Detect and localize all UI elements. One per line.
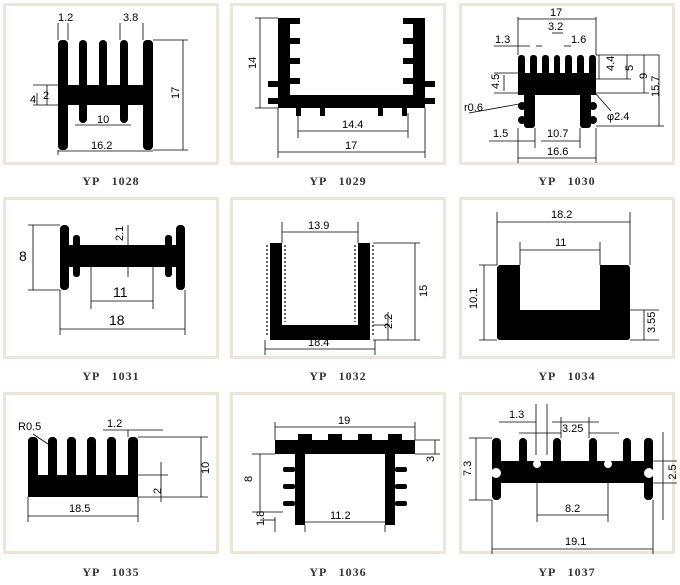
heatsink-profile-1034: 18.2 11 10.1 3.55 [468, 209, 659, 341]
dim-label: 3.2 [548, 21, 563, 33]
profile-drawing-1032: 13.9 15 2.2 18.4 [230, 197, 446, 359]
dim-label: 9 [638, 73, 650, 79]
dim-label: 8.2 [565, 503, 580, 515]
model-label: YP 1032 [309, 369, 367, 383]
profile-drawing-1031: 8 2.1 11 18 [3, 197, 219, 359]
profile-drawing-1030: 17 3.2 1.3 1.6 4.4 5 9 15.7 4.5 r0.6 φ2.… [459, 3, 675, 165]
heatsink-profile-1031: 8 2.1 11 18 [19, 224, 196, 335]
dim-label: 17 [170, 87, 182, 99]
model-label: YP 1034 [538, 369, 596, 383]
profile-drawing-1034: 18.2 11 10.1 3.55 [459, 197, 675, 359]
dim-label: 1.2 [58, 12, 73, 24]
model-label: YP 1029 [309, 174, 367, 188]
dim-label: 3 [425, 456, 437, 462]
dim-label: 1.8 [255, 511, 267, 526]
dim-label: 2 [152, 488, 164, 494]
dim-label: 10.7 [547, 128, 568, 140]
dim-label: 18.4 [308, 337, 329, 349]
dim-label: 18.2 [551, 209, 572, 221]
dim-label: R0.5 [18, 421, 41, 433]
dim-label: 17 [550, 7, 562, 19]
heatsink-profile-1035: R0.5 1.2 10 2 18.5 [18, 418, 212, 522]
dim-label: 19 [338, 415, 350, 427]
dim-label: 2 [43, 90, 49, 102]
dim-label: 2.1 [114, 226, 126, 241]
model-label: YP 1035 [82, 565, 140, 579]
dim-label: 8 [19, 248, 27, 264]
dim-label: 1.3 [509, 409, 524, 421]
model-label: YP 1037 [538, 565, 596, 579]
heatsink-profile-1030: 17 3.2 1.3 1.6 4.4 5 9 15.7 4.5 r0.6 φ2.… [464, 7, 664, 163]
dim-label: 18.5 [69, 503, 90, 515]
dim-label: 18 [109, 312, 125, 328]
dim-label: 7.3 [462, 461, 474, 476]
dim-label: 1.5 [493, 128, 508, 140]
dim-label: 11 [555, 237, 566, 249]
heatsink-profile-1029: 14 14.4 17 [247, 17, 435, 158]
dim-label: 2.5 [667, 464, 679, 479]
dim-label: 1.6 [571, 34, 586, 46]
dim-label: r0.6 [464, 102, 483, 114]
heatsink-profile-1032: 13.9 15 2.2 18.4 [264, 220, 430, 355]
dim-label: 16.2 [91, 140, 112, 152]
profile-drawing-1037: 1.3 3.25 7.3 2.5 8.2 19.1 [459, 392, 679, 554]
dim-label: 4.5 [490, 74, 502, 89]
heatsink-profile-1036: 19 8 3 1.8 11.2 [243, 415, 440, 532]
model-label: YP 1028 [82, 174, 140, 188]
dim-label: 10 [97, 114, 109, 126]
dim-label: 14 [247, 57, 259, 69]
heatsink-profile-1037: 1.3 3.25 7.3 2.5 8.2 19.1 [462, 404, 679, 554]
dim-label: 11.2 [330, 510, 351, 522]
dim-label: 14.4 [342, 119, 363, 131]
dim-label: 13.9 [308, 220, 329, 232]
dim-label: 11 [113, 284, 128, 300]
model-label: YP 1030 [538, 174, 596, 188]
dim-label: 3.8 [123, 12, 138, 24]
profile-drawing-1036: 19 8 3 1.8 11.2 [230, 392, 446, 554]
dim-label: 5 [624, 65, 636, 71]
profile-drawing-1028: 1.2 3.8 4 2 17 10 16.2 [3, 3, 219, 165]
dim-label: 10 [200, 462, 212, 474]
profile-drawing-1035: R0.5 1.2 10 2 18.5 [3, 392, 219, 554]
model-label: YP 1036 [309, 565, 367, 579]
dim-label: 17 [345, 140, 357, 152]
dim-label: 4 [30, 94, 36, 106]
dim-label: 4.4 [605, 56, 617, 71]
dim-label: 15 [418, 285, 430, 297]
dim-label: φ2.4 [607, 111, 629, 123]
model-label: YP 1031 [82, 369, 140, 383]
dim-label: 8 [243, 476, 255, 482]
dim-label: 1.2 [107, 418, 122, 430]
dim-label: 2.2 [383, 314, 395, 329]
heatsink-profile-1028: 1.2 3.8 4 2 17 10 16.2 [30, 12, 188, 155]
dim-label: 3.25 [562, 423, 583, 435]
dim-label: 10.1 [468, 288, 480, 309]
profile-drawing-1029: 14 14.4 17 [230, 3, 446, 165]
dim-label: 16.6 [547, 146, 568, 158]
dim-label: 15.7 [650, 76, 662, 97]
dim-label: 1.3 [495, 34, 510, 46]
dim-label: 3.55 [646, 312, 658, 333]
dim-label: 19.1 [565, 536, 586, 548]
